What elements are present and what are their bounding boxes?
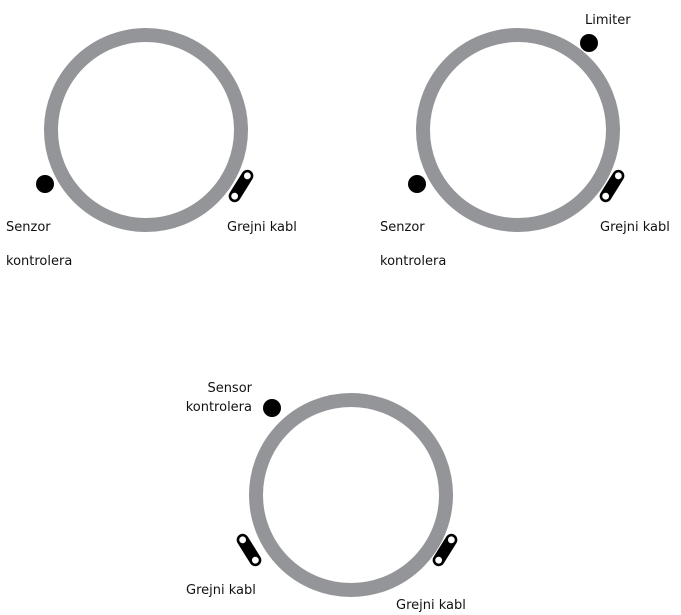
floor-ring: [44, 28, 248, 232]
heating-cable-label: Grejni kabl: [227, 220, 297, 235]
heating-cable-connector: [599, 169, 625, 203]
limiter-label: Limiter: [585, 13, 631, 28]
heating-cable-label: Grejni kabl: [600, 220, 670, 235]
heating-cable-left-label: Grejni kabl: [186, 583, 256, 598]
diagram-3: Sensor kontrolera Grejni kabl Grejni kab…: [186, 381, 466, 613]
heating-cable-connector: [228, 169, 254, 203]
diagram-2: Limiter Senzor kontrolera Grejni kabl: [380, 13, 670, 269]
limiter-dot: [580, 34, 598, 52]
floor-ring: [249, 393, 453, 597]
sensor-label-line1: Sensor: [207, 381, 252, 396]
controller-sensor-dot: [408, 175, 426, 193]
heating-cable-connector-right: [432, 533, 458, 567]
diagram-1: Senzor kontrolera Grejni kabl: [6, 28, 297, 269]
controller-sensor-dot: [36, 175, 54, 193]
sensor-label-line2: kontrolera: [380, 254, 446, 269]
controller-sensor-dot: [263, 399, 281, 417]
sensor-label-line1: Senzor: [6, 220, 51, 235]
heating-cable-right-label: Grejni kabl: [396, 598, 466, 613]
floor-ring: [416, 28, 620, 232]
sensor-label-line1: Senzor: [380, 220, 425, 235]
sensor-label-line2: kontrolera: [6, 254, 72, 269]
heating-cable-connector-left: [236, 533, 262, 567]
sensor-label-line2: kontrolera: [186, 400, 252, 415]
